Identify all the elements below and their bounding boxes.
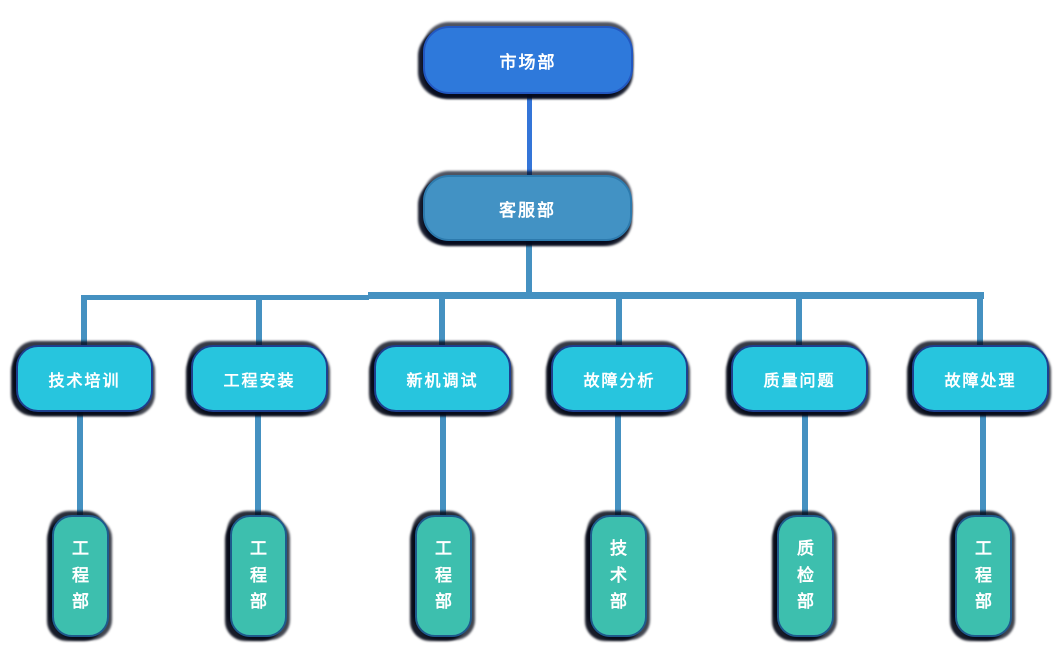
quality-inspection-dept-node: 质检部 <box>777 515 834 637</box>
technical-dept-label: 技术部 <box>610 539 627 613</box>
engineering-install-node: 工程安装 <box>191 345 328 412</box>
distribution-bus-right <box>368 292 984 299</box>
fault-analysis-node: 故障分析 <box>551 345 688 412</box>
level3-to-level4-connector <box>980 411 986 518</box>
engineering-install-label: 工程安装 <box>223 370 296 390</box>
level3-to-level4-connector <box>802 411 808 518</box>
level3-to-level4-connector <box>255 411 261 518</box>
level3-to-level4-connector <box>615 411 621 518</box>
marketing-dept-node: 市场部 <box>423 26 633 94</box>
level3-to-level4-connector <box>440 411 446 518</box>
engineering-dept-node-2: 工程部 <box>230 515 287 637</box>
bus-drop-connector <box>616 296 622 348</box>
engineering-dept-label-3: 工程部 <box>435 539 452 613</box>
fault-handling-node: 故障处理 <box>912 345 1049 412</box>
tech-training-node: 技术培训 <box>16 345 153 412</box>
bus-drop-connector <box>81 296 87 348</box>
engineering-dept-node-3: 工程部 <box>415 515 472 637</box>
bus-drop-connector <box>796 296 802 348</box>
engineering-dept-label-2: 工程部 <box>250 539 267 613</box>
technical-dept-node: 技术部 <box>590 515 647 637</box>
quality-issue-label: 质量问题 <box>763 370 836 390</box>
bus-drop-connector <box>977 296 983 348</box>
new-machine-debug-node: 新机调试 <box>374 345 511 412</box>
marketing-dept-label: 市场部 <box>499 52 557 73</box>
engineering-dept-label-4: 工程部 <box>975 539 992 613</box>
tech-training-label: 技术培训 <box>48 370 121 390</box>
bus-drop-connector <box>256 296 262 348</box>
engineering-dept-node-1: 工程部 <box>52 515 109 637</box>
customer-service-dept-node: 客服部 <box>423 175 632 241</box>
bus-drop-connector <box>439 296 445 348</box>
connector-level2-stem <box>526 241 532 297</box>
fault-analysis-label: 故障分析 <box>583 370 656 390</box>
level3-to-level4-connector <box>77 411 83 518</box>
engineering-dept-label-1: 工程部 <box>72 539 89 613</box>
connector-root-to-level2 <box>527 94 532 178</box>
distribution-bus-left <box>81 295 369 300</box>
customer-service-dept-label: 客服部 <box>499 200 556 221</box>
quality-issue-node: 质量问题 <box>731 345 868 412</box>
engineering-dept-node-4: 工程部 <box>955 515 1012 637</box>
quality-inspection-dept-label: 质检部 <box>797 539 814 613</box>
fault-handling-label: 故障处理 <box>944 370 1017 390</box>
new-machine-debug-label: 新机调试 <box>406 370 479 390</box>
